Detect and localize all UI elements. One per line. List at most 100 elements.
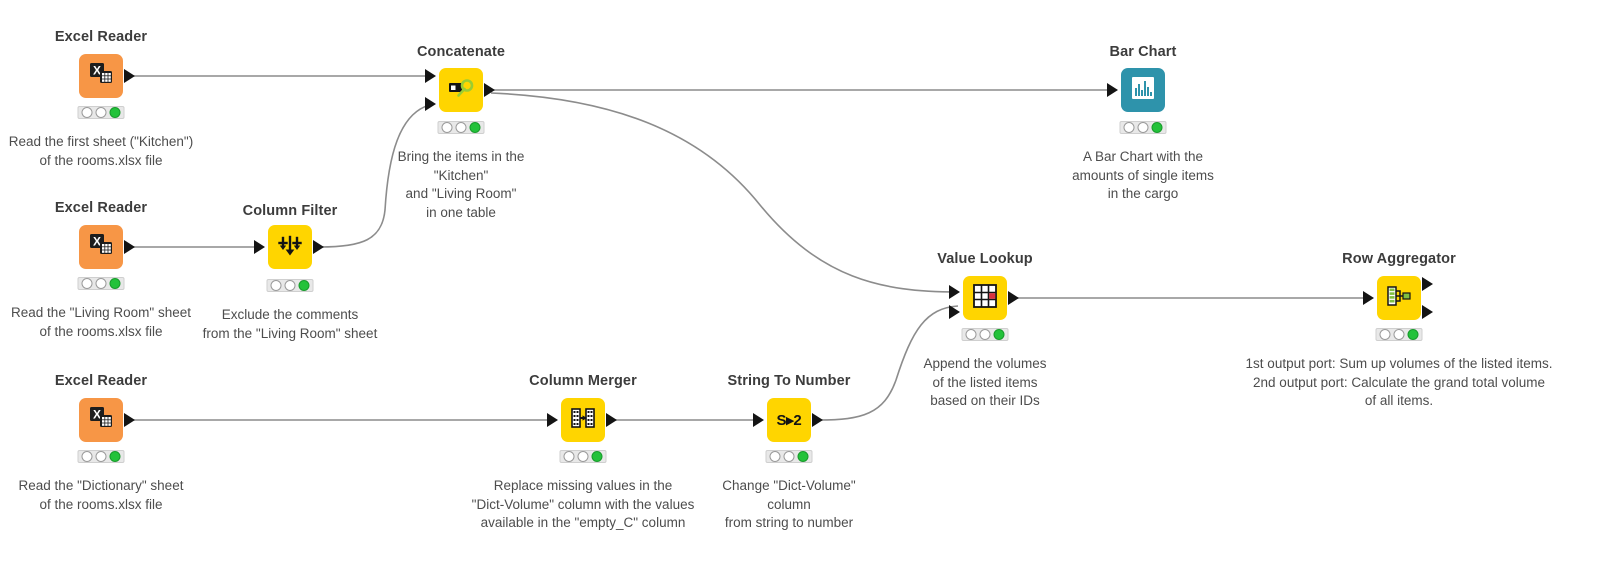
node-title: Row Aggregator bbox=[1342, 251, 1456, 267]
output-port[interactable] bbox=[124, 240, 135, 254]
status-dot-executed bbox=[1151, 122, 1163, 133]
node-annotation: Exclude the comments from the "Living Ro… bbox=[202, 307, 378, 341]
output-port[interactable] bbox=[606, 413, 617, 427]
node-body[interactable] bbox=[963, 276, 1007, 320]
status-dot-executed bbox=[298, 280, 310, 291]
status-dot-idle bbox=[1379, 329, 1391, 340]
status-dot-executed bbox=[109, 107, 121, 118]
node-title: Excel Reader bbox=[54, 29, 148, 45]
node-title: Column Filter bbox=[242, 203, 338, 219]
output-port-2[interactable] bbox=[1422, 305, 1433, 319]
node-title: Value Lookup bbox=[937, 251, 1033, 267]
node-status-indicator bbox=[765, 450, 813, 463]
status-dot-queued bbox=[1393, 329, 1405, 340]
status-dot-executed bbox=[1407, 329, 1419, 340]
input-port[interactable] bbox=[254, 240, 265, 254]
value-lookup-icon bbox=[971, 282, 999, 315]
input-port-bottom[interactable] bbox=[949, 305, 960, 319]
node-annotation: 1st output port: Sum up volumes of the l… bbox=[1245, 356, 1553, 408]
node-status-indicator bbox=[77, 106, 125, 119]
node-annotation: Append the volumes of the listed items b… bbox=[923, 356, 1047, 408]
status-dot-executed bbox=[797, 451, 809, 462]
node-title: Concatenate bbox=[416, 44, 506, 60]
status-dot-idle bbox=[270, 280, 282, 291]
status-dot-queued bbox=[1137, 122, 1149, 133]
node-annotation: Bring the items in the "Kitchen" and "Li… bbox=[397, 149, 525, 220]
status-dot-queued bbox=[284, 280, 296, 291]
input-port[interactable] bbox=[753, 413, 764, 427]
node-title: Excel Reader bbox=[54, 373, 148, 389]
node-body[interactable] bbox=[1121, 68, 1165, 112]
status-dot-idle bbox=[965, 329, 977, 340]
svg-text:X: X bbox=[93, 63, 101, 77]
output-port[interactable] bbox=[313, 240, 324, 254]
status-dot-executed bbox=[469, 122, 481, 133]
node-body[interactable] bbox=[561, 398, 605, 442]
output-port[interactable] bbox=[124, 413, 135, 427]
excel-reader-icon: X bbox=[88, 61, 114, 92]
status-dot-executed bbox=[591, 451, 603, 462]
node-status-indicator bbox=[437, 121, 485, 134]
node-annotation: Replace missing values in the "Dict-Volu… bbox=[471, 478, 695, 530]
svg-text:X: X bbox=[93, 234, 101, 248]
node-annotation: Change "Dict-Volume" column from string … bbox=[722, 478, 856, 530]
input-port[interactable] bbox=[1363, 291, 1374, 305]
node-body[interactable] bbox=[268, 225, 312, 269]
node-annotation: A Bar Chart with the amounts of single i… bbox=[1072, 149, 1214, 201]
bar-chart-icon bbox=[1129, 74, 1157, 107]
input-port-bottom[interactable] bbox=[425, 97, 436, 111]
node-status-indicator bbox=[1375, 328, 1423, 341]
status-dot-idle bbox=[1123, 122, 1135, 133]
node-title: Column Merger bbox=[529, 373, 637, 389]
node-status-indicator bbox=[961, 328, 1009, 341]
node-annotation: Read the first sheet ("Kitchen") of the … bbox=[8, 134, 194, 168]
column-filter-icon bbox=[276, 231, 304, 264]
output-port[interactable] bbox=[484, 83, 495, 97]
output-port[interactable] bbox=[1008, 291, 1019, 305]
status-dot-idle bbox=[81, 451, 93, 462]
status-dot-queued bbox=[783, 451, 795, 462]
node-body[interactable]: X bbox=[79, 54, 123, 98]
output-port-1[interactable] bbox=[1422, 277, 1433, 291]
node-body[interactable]: S▸2 bbox=[767, 398, 811, 442]
excel-reader-icon: X bbox=[88, 405, 114, 436]
status-dot-queued bbox=[455, 122, 467, 133]
status-dot-queued bbox=[95, 107, 107, 118]
row-aggregator-icon bbox=[1385, 283, 1413, 314]
status-dot-idle bbox=[441, 122, 453, 133]
status-dot-idle bbox=[563, 451, 575, 462]
node-annotation: Read the "Dictionary" sheet of the rooms… bbox=[18, 478, 184, 512]
status-dot-executed bbox=[109, 451, 121, 462]
node-title: Excel Reader bbox=[54, 200, 148, 216]
status-dot-executed bbox=[109, 278, 121, 289]
column-merger-icon bbox=[569, 405, 597, 436]
node-status-indicator bbox=[266, 279, 314, 292]
node-body[interactable] bbox=[1377, 276, 1421, 320]
status-dot-idle bbox=[81, 278, 93, 289]
input-port[interactable] bbox=[1107, 83, 1118, 97]
input-port-top[interactable] bbox=[425, 69, 436, 83]
node-body[interactable] bbox=[439, 68, 483, 112]
status-dot-queued bbox=[577, 451, 589, 462]
node-status-indicator bbox=[559, 450, 607, 463]
node-status-indicator bbox=[1119, 121, 1167, 134]
node-title: Bar Chart bbox=[1109, 44, 1177, 60]
status-dot-idle bbox=[81, 107, 93, 118]
node-title: String To Number bbox=[727, 373, 851, 389]
svg-text:X: X bbox=[93, 407, 101, 421]
status-dot-queued bbox=[979, 329, 991, 340]
node-body[interactable]: X bbox=[79, 398, 123, 442]
status-dot-queued bbox=[95, 278, 107, 289]
concatenate-icon bbox=[447, 75, 475, 106]
status-dot-queued bbox=[95, 451, 107, 462]
input-port[interactable] bbox=[547, 413, 558, 427]
string-to-number-icon: S▸2 bbox=[776, 412, 802, 429]
output-port[interactable] bbox=[812, 413, 823, 427]
output-port[interactable] bbox=[124, 69, 135, 83]
input-port-top[interactable] bbox=[949, 285, 960, 299]
status-dot-executed bbox=[993, 329, 1005, 340]
node-body[interactable]: X bbox=[79, 225, 123, 269]
excel-reader-icon: X bbox=[88, 232, 114, 263]
node-annotation: Read the "Living Room" sheet of the room… bbox=[11, 305, 191, 339]
